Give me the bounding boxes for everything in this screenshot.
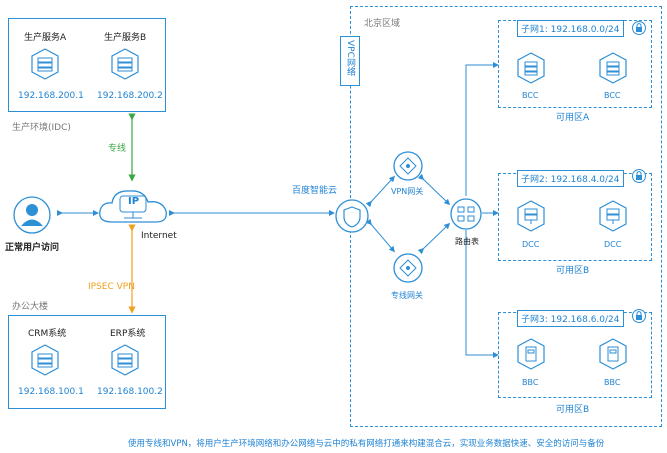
server-icon [30, 48, 60, 84]
server-icon [110, 344, 140, 380]
server-icon [110, 48, 140, 84]
zone-label: 可用区B [556, 405, 590, 415]
region-label: 北京区域 [364, 19, 401, 29]
router-icon [449, 197, 483, 235]
vpn-gateway-icon [392, 150, 424, 186]
dcc-icon [516, 200, 546, 236]
vpn-gateway-label: VPN网关 [391, 187, 424, 196]
cloud-icon [96, 184, 172, 232]
erp-ip: 192.168.100.2 [97, 387, 163, 397]
dedicated-gateway-icon [392, 252, 424, 288]
bbc-icon [598, 338, 628, 374]
vpc-label: VPC网络 [345, 40, 355, 76]
internet-label: Internet [141, 231, 177, 241]
service-b-ip: 192.168.200.2 [97, 91, 163, 101]
idc-title: 生产环境(IDC) [12, 123, 71, 133]
dedicated-line-label: 专线 [108, 144, 127, 154]
dedicated-gateway-label: 专线网关 [391, 291, 423, 300]
erp-label: ERP系统 [110, 329, 146, 339]
service-b-label: 生产服务B [104, 33, 147, 43]
dcc-icon [598, 200, 628, 236]
baidu-cloud-label: 百度智能云 [292, 186, 338, 196]
lock-icon [632, 168, 646, 188]
node-label: BCC [522, 91, 539, 100]
ipsec-vpn-label: IPSEC VPN [88, 282, 135, 292]
subnet-1-label: 子网1: 192.168.0.0/24 [517, 20, 624, 37]
internet-ip-text: IP [128, 196, 140, 207]
idc-box [8, 18, 166, 112]
service-a-ip: 192.168.200.1 [18, 91, 84, 101]
node-label: DCC [604, 240, 622, 249]
office-title: 办公大楼 [12, 302, 49, 312]
bcc-icon [516, 52, 546, 88]
user-icon [12, 195, 52, 239]
subnet-3-label: 子网3: 192.168.6.0/24 [517, 310, 624, 327]
lock-icon [632, 20, 646, 40]
lock-icon [632, 308, 646, 328]
node-label: BBC [522, 378, 539, 387]
service-a-label: 生产服务A [24, 33, 67, 43]
node-label: DCC [522, 240, 540, 249]
router-label: 路由表 [455, 237, 479, 246]
bbc-icon [516, 338, 546, 374]
user-label: 正常用户访问 [5, 243, 60, 253]
node-label: BCC [604, 91, 621, 100]
zone-label: 可用区B [556, 266, 590, 276]
vpc-label-box [340, 36, 360, 86]
zone-label: 可用区A [556, 113, 590, 123]
crm-label: CRM系统 [28, 329, 67, 339]
bcc-icon [598, 52, 628, 88]
node-label: BBC [604, 378, 621, 387]
shield-icon [334, 198, 370, 238]
caption: 使用专线和VPN，将用户生产环境网络和办公网络与云中的私有网络打通来构建混合云，… [128, 439, 605, 449]
subnet-2-label: 子网2: 192.168.4.0/24 [517, 170, 624, 187]
office-box [8, 315, 166, 409]
server-icon [30, 344, 60, 380]
crm-ip: 192.168.100.1 [18, 387, 84, 397]
